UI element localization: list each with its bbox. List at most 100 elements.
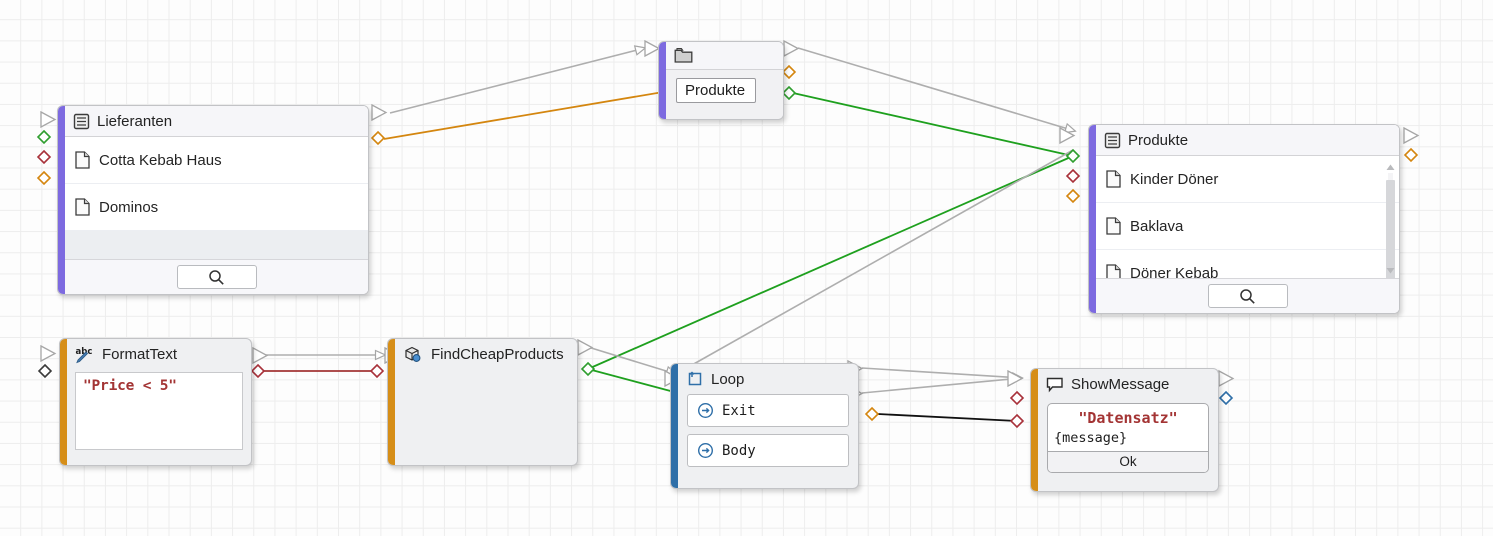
- port-lieferanten-red: [36, 149, 52, 165]
- list-item-label: Kinder Döner: [1130, 170, 1219, 188]
- document-icon: [1106, 264, 1121, 278]
- node-title: ShowMessage: [1071, 375, 1170, 393]
- node-formattext-header[interactable]: abc FormatText: [67, 339, 251, 369]
- node-produkte-list[interactable]: Produkte Kinder Döner Baklava: [1088, 124, 1400, 314]
- node-produkte-folder[interactable]: Produkte: [658, 41, 784, 120]
- node-rail: [1031, 369, 1038, 491]
- node-loop-header[interactable]: Loop: [678, 364, 858, 394]
- node-loop[interactable]: Loop Exit Body: [670, 363, 859, 489]
- list-item-empty: [65, 231, 368, 259]
- port-folder-out-exec: [783, 39, 800, 58]
- document-icon: [1106, 217, 1121, 235]
- port-lieferanten-out-orange: [370, 130, 386, 146]
- node-rail: [671, 364, 678, 488]
- node-folder-header[interactable]: [666, 42, 783, 70]
- port-produkte-orange: [1065, 188, 1081, 204]
- list-icon: [1104, 132, 1121, 149]
- port-formattext-out-red: [250, 363, 266, 379]
- folder-name-input[interactable]: Produkte: [676, 78, 756, 103]
- document-icon: [75, 198, 90, 216]
- dialog-ok-button[interactable]: Ok: [1048, 451, 1208, 472]
- node-rail: [659, 42, 666, 119]
- port-produkte-out-orange: [1403, 147, 1419, 163]
- vertical-scrollbar[interactable]: [1385, 160, 1396, 278]
- package-search-icon: [403, 345, 424, 364]
- node-produkte-header[interactable]: Produkte: [1096, 125, 1399, 156]
- lieferanten-footer: [65, 259, 368, 294]
- scroll-down-arrow[interactable]: [1385, 263, 1396, 274]
- dialog-message: {message}: [1054, 430, 1128, 446]
- arrow-circle-icon: [697, 442, 714, 459]
- dialog-title: "Datensatz": [1078, 409, 1178, 427]
- loop-slot-label: Exit: [722, 402, 756, 419]
- port-formattext-in: [37, 363, 53, 379]
- port-lieferanten-green: [36, 129, 52, 145]
- port-showmessage-out-blue: [1218, 390, 1234, 406]
- port-showmessage-in-red-2: [1009, 413, 1025, 429]
- node-rail: [58, 106, 65, 294]
- loop-slot-exit[interactable]: Exit: [687, 394, 849, 427]
- search-icon: [1239, 288, 1256, 305]
- port-showmessage-out-exec: [1218, 369, 1235, 388]
- node-findcheapproducts[interactable]: FindCheapProducts: [387, 338, 578, 466]
- list-item[interactable]: Döner Kebab: [1096, 250, 1399, 278]
- port-loop-out-orange: [864, 406, 880, 422]
- scrollbar-thumb[interactable]: [1386, 180, 1395, 278]
- expression-text: "Price < 5": [83, 378, 177, 394]
- node-rail: [1089, 125, 1096, 313]
- list-item[interactable]: Kinder Döner: [1096, 156, 1399, 203]
- scroll-up-arrow[interactable]: [1385, 160, 1396, 171]
- document-icon: [1106, 170, 1121, 188]
- port-folder-in-exec: [644, 39, 661, 58]
- node-showmessage-header[interactable]: ShowMessage: [1038, 369, 1218, 399]
- folder-icon: [674, 47, 693, 64]
- node-rail: [388, 339, 395, 465]
- port-lieferanten-out-exec: [371, 103, 388, 122]
- port-folder-out-orange: [781, 64, 797, 80]
- port-lieferanten-orange: [36, 170, 52, 186]
- svg-text:abc: abc: [76, 347, 93, 357]
- expression-editor[interactable]: "Price < 5": [75, 372, 243, 450]
- produkte-footer: [1096, 278, 1399, 313]
- port-folder-out-green: [781, 85, 797, 101]
- message-dialog-preview[interactable]: "Datensatz" {message} Ok: [1047, 403, 1209, 473]
- node-title: Produkte: [1128, 131, 1189, 149]
- node-findcheap-header[interactable]: FindCheapProducts: [395, 339, 577, 369]
- node-formattext[interactable]: abc FormatText "Price < 5": [59, 338, 252, 466]
- abc-pencil-icon: abc: [75, 345, 95, 364]
- node-showmessage[interactable]: ShowMessage "Datensatz" {message} Ok: [1030, 368, 1219, 492]
- port-produkte-out-exec: [1403, 126, 1420, 145]
- node-lieferanten-header[interactable]: Lieferanten: [65, 106, 368, 137]
- list-icon: [73, 113, 90, 130]
- arrow-circle-icon: [697, 402, 714, 419]
- search-button[interactable]: [176, 265, 257, 289]
- list-item[interactable]: Baklava: [1096, 203, 1399, 250]
- port-showmessage-in-red-1: [1009, 390, 1025, 406]
- port-showmessage-in-exec: [1007, 369, 1024, 388]
- node-title: Loop: [711, 370, 745, 388]
- list-item-label: Döner Kebab: [1130, 264, 1219, 279]
- list-item[interactable]: Dominos: [65, 184, 368, 231]
- list-item-label: Cotta Kebab Haus: [99, 151, 222, 169]
- list-item[interactable]: Cotta Kebab Haus: [65, 137, 368, 184]
- port-findcheap-in-red: [369, 363, 385, 379]
- port-produkte-red: [1065, 168, 1081, 184]
- list-item-label: Baklava: [1130, 217, 1184, 235]
- node-lieferanten[interactable]: Lieferanten Cotta Kebab Haus Dominos: [57, 105, 369, 295]
- loop-slot-body[interactable]: Body: [687, 434, 849, 467]
- search-button[interactable]: [1207, 284, 1288, 308]
- port-findcheap-out-exec: [577, 338, 594, 357]
- produkte-list[interactable]: Kinder Döner Baklava Döner Kebab: [1096, 156, 1399, 278]
- port-in-formattext-exec: [40, 344, 57, 363]
- node-rail: [60, 339, 67, 465]
- port-findcheap-out-green: [580, 361, 596, 377]
- lieferanten-list[interactable]: Cotta Kebab Haus Dominos: [65, 137, 368, 259]
- port-produkte-green: [1065, 148, 1081, 164]
- port-in-lieferanten-exec: [40, 110, 57, 129]
- search-icon: [208, 269, 225, 286]
- node-title: FormatText: [102, 345, 178, 363]
- node-folder-body: Produkte: [666, 70, 783, 111]
